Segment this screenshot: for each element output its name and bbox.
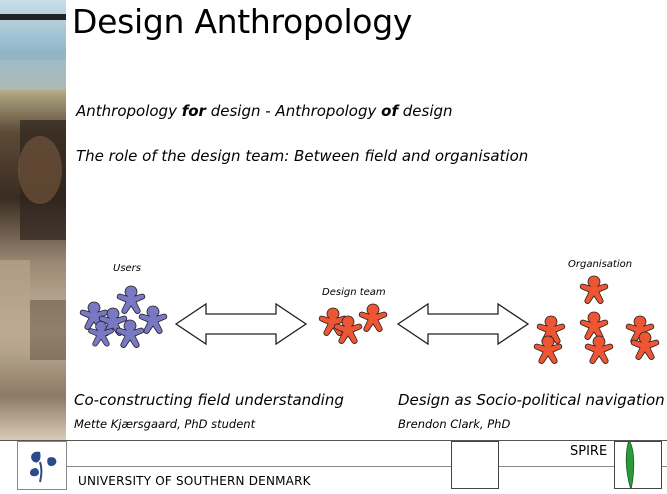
subtitle-anthropology: Anthropology for design - Anthropology o… [76,102,453,120]
footer-square-middle [451,441,499,489]
left-caption: Co-constructing field understanding [74,391,344,409]
spire-logo [614,439,662,491]
design-team-group [318,303,388,344]
users-group [79,285,168,348]
slide-title: Design Anthropology [72,2,413,41]
left-double-arrow [174,302,308,346]
right-author: Brendon Clark, PhD [398,417,511,431]
organisation-group [533,275,660,364]
left-author: Mette Kjærsgaard, PhD student [74,417,256,431]
spire-leaf-icon [625,439,635,491]
background-photo-strip [0,0,66,440]
university-name: UNIVERSITY OF SOUTHERN DENMARK [78,474,311,488]
subtitle-role: The role of the design team: Between fie… [76,147,529,165]
right-caption: Design as Socio-political navigation [398,391,665,409]
footer-inner-line [17,466,667,467]
footer-divider [0,440,667,441]
users-label: Users [113,263,142,274]
university-logo [17,441,67,490]
spire-label: SPIRE [570,444,608,459]
leaf-logo-icon [30,451,57,483]
right-double-arrow [396,302,530,346]
organisation-label: Organisation [568,259,633,270]
design-team-label: Design team [322,287,386,298]
title-accent-bar [0,14,66,20]
